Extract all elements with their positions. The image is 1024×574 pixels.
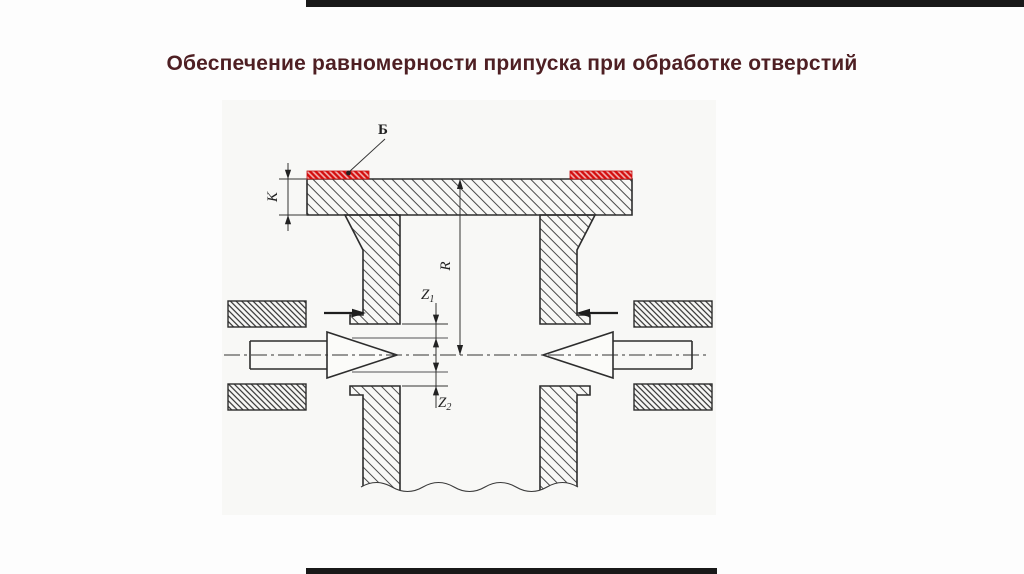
dimension-z2: Z2 xyxy=(352,354,451,413)
fixture-block-left-bottom xyxy=(227,383,307,411)
left-feed-arrowhead-icon xyxy=(352,308,366,318)
dimension-z1: Z1 xyxy=(352,287,448,356)
right-wall-upper-section xyxy=(539,214,597,325)
r-label: R xyxy=(438,261,454,271)
datum-leader-line xyxy=(348,138,386,173)
dimension-k: К xyxy=(265,163,306,231)
dimension-r: R xyxy=(438,179,464,355)
k-arrowhead-top xyxy=(284,169,292,179)
workpiece-section xyxy=(306,178,633,501)
bottom-border-bar xyxy=(306,568,717,574)
top-border-bar xyxy=(306,0,1024,7)
right-feed-arrowhead-icon xyxy=(576,308,590,318)
z1-label: Z1 xyxy=(421,287,434,305)
feed-arrows xyxy=(324,308,618,318)
fixture-block-left-top xyxy=(227,300,307,328)
fixture-block-right-top xyxy=(633,300,713,328)
r-arrowhead-bottom xyxy=(456,345,464,355)
k-arrowhead-bottom xyxy=(284,215,292,225)
datum-leader-dot xyxy=(346,170,351,176)
left-wall-upper-section xyxy=(343,214,401,325)
datum-callout: Б xyxy=(346,122,388,176)
z2-label: Z2 xyxy=(438,395,451,413)
allowance-strip-right-hatch xyxy=(570,171,632,179)
fixture-block-right-bottom xyxy=(633,383,713,411)
slide-title: Обеспечение равномерности припуска при о… xyxy=(166,52,858,75)
machined-allowance-surface xyxy=(306,170,633,180)
z1-arrowhead-bottom xyxy=(432,338,440,348)
z2-arrowhead-bottom xyxy=(432,386,440,396)
allowance-strip-left-hatch xyxy=(307,171,369,179)
break-line xyxy=(360,481,579,493)
r-arrowhead-top xyxy=(456,179,464,189)
flange-section xyxy=(306,178,633,216)
datum-label: Б xyxy=(378,122,388,138)
z1-arrowhead-top xyxy=(432,314,440,324)
k-label: К xyxy=(265,191,281,203)
z2-arrowhead-top xyxy=(432,362,440,372)
fixture-blocks xyxy=(227,300,713,411)
